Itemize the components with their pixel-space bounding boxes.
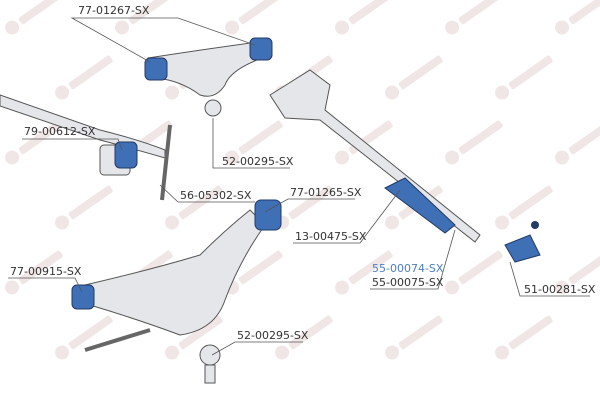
tie-rod-end — [504, 234, 541, 263]
watermark-logo-mark — [335, 250, 393, 295]
watermark-logo-mark — [55, 55, 113, 100]
leader-lines — [8, 17, 590, 356]
label-boot-kit-1: 55-00074-SX — [372, 262, 444, 275]
watermark-logo-mark — [55, 185, 113, 230]
watermark-logo-mark — [5, 0, 63, 35]
watermark-logo-mark — [165, 315, 223, 360]
lower-control-arm — [84, 209, 266, 336]
watermark-logo-mark — [275, 315, 333, 360]
watermark-logo-mark — [385, 315, 443, 360]
label-lower-arm-bushing-rear: 77-01265-SX — [290, 186, 362, 199]
label-lower-ball-joint: 52-00295-SX — [237, 329, 309, 342]
watermark-logo-mark — [495, 55, 553, 100]
label-stabilizer-link: 56-05302-SX — [180, 189, 252, 202]
upper-arm-bushing-right — [249, 37, 273, 61]
watermark-logo-mark — [115, 0, 173, 35]
label-tie-rod-end: 51-00281-SX — [524, 283, 596, 296]
lower-arm-bushing-front — [71, 284, 95, 310]
label-upper-arm-bushing: 77-01267-SX — [78, 4, 150, 17]
steering-rack-boot — [384, 177, 456, 234]
lower-ball-joint — [199, 344, 221, 366]
watermark-logo-mark — [555, 120, 600, 165]
label-lower-arm-bushing-front: 77-00915-SX — [10, 265, 82, 278]
watermark-logo-mark — [225, 120, 283, 165]
watermark-logo-mark — [5, 120, 63, 165]
lower-arm-bushing-rear — [254, 199, 282, 231]
upper-ball-joint — [204, 99, 222, 117]
watermark-logo-mark — [55, 315, 113, 360]
stabilizer-link — [160, 124, 172, 201]
watermark-logo-mark — [555, 0, 600, 35]
lower-arm-bolt — [84, 328, 151, 352]
watermark-logo-mark — [445, 120, 503, 165]
label-steering-rack: 13-00475-SX — [295, 230, 367, 243]
watermark-logo-mark — [5, 250, 63, 295]
upper-arm-bushing-left — [144, 57, 168, 81]
watermark-logo-mark — [225, 0, 283, 35]
upper-control-arm — [147, 41, 263, 97]
watermark-logo-mark — [495, 315, 553, 360]
watermark-logo-mark — [445, 0, 503, 35]
watermark-logo-mark — [335, 0, 393, 35]
label-boot-kit-2: 55-00075-SX — [372, 276, 444, 289]
stabilizer-bushing — [114, 141, 138, 169]
label-stabilizer-bushing: 79-00612-SX — [24, 125, 96, 138]
tie-rod-stud — [531, 221, 539, 229]
watermark-logo-mark — [495, 185, 553, 230]
watermark-logo-mark — [445, 250, 503, 295]
watermark-logo-mark — [385, 55, 443, 100]
lower-ball-joint-stud — [204, 364, 216, 384]
label-upper-ball-joint: 52-00295-SX — [222, 155, 294, 168]
watermark-logo-mark — [555, 250, 600, 295]
